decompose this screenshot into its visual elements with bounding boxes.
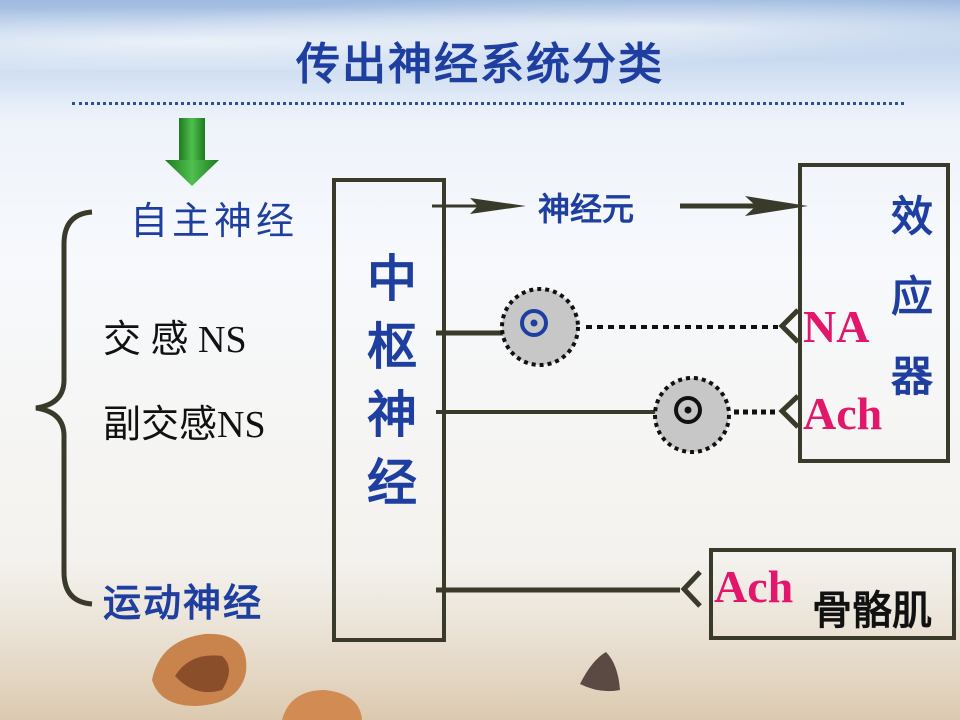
sympathetic-ganglion: [500, 287, 580, 367]
cns-char: 神: [367, 386, 417, 444]
seashell-decoration: [152, 633, 620, 720]
parasympathetic-label: 副交感NS: [103, 404, 266, 446]
cns-char: 中: [367, 250, 417, 308]
motor-pathway: [436, 570, 702, 608]
autonomic-nerve-label: 自主神经: [130, 199, 299, 243]
cns-char: 枢: [367, 318, 417, 376]
skeletal-muscle-label: 骨骼肌: [812, 588, 932, 634]
motor-nerve-label: 运动神经: [103, 581, 264, 625]
down-arrow-icon: [165, 118, 219, 186]
effector-char: 器: [890, 352, 933, 401]
muscle-box: [709, 548, 956, 640]
neuron-label: 神经元: [538, 190, 635, 228]
cns-char: 经: [367, 454, 417, 512]
title-divider: [72, 102, 904, 105]
sympathetic-label: 交 感 NS: [103, 319, 247, 361]
effector-char: 应: [890, 272, 933, 321]
cns-label: 中 枢 神 经: [360, 254, 424, 526]
classification-brace: [35, 209, 93, 607]
effector-box: [798, 163, 950, 463]
sympathetic-pathway: [436, 287, 800, 367]
parasympathetic-pathway: [436, 376, 800, 454]
sky-background: [0, 0, 960, 70]
ach-muscle-transmitter-label: Ach: [714, 561, 794, 612]
page-title: 传出神经系统分类: [296, 39, 664, 90]
effector-label: 效 应 器: [882, 196, 942, 436]
neuron-arrow: [432, 196, 808, 216]
effector-char: 效: [890, 192, 933, 241]
na-transmitter-label: NA: [803, 301, 870, 352]
ach-effector-transmitter-label: Ach: [803, 388, 883, 439]
parasympathetic-ganglion: [653, 376, 731, 454]
